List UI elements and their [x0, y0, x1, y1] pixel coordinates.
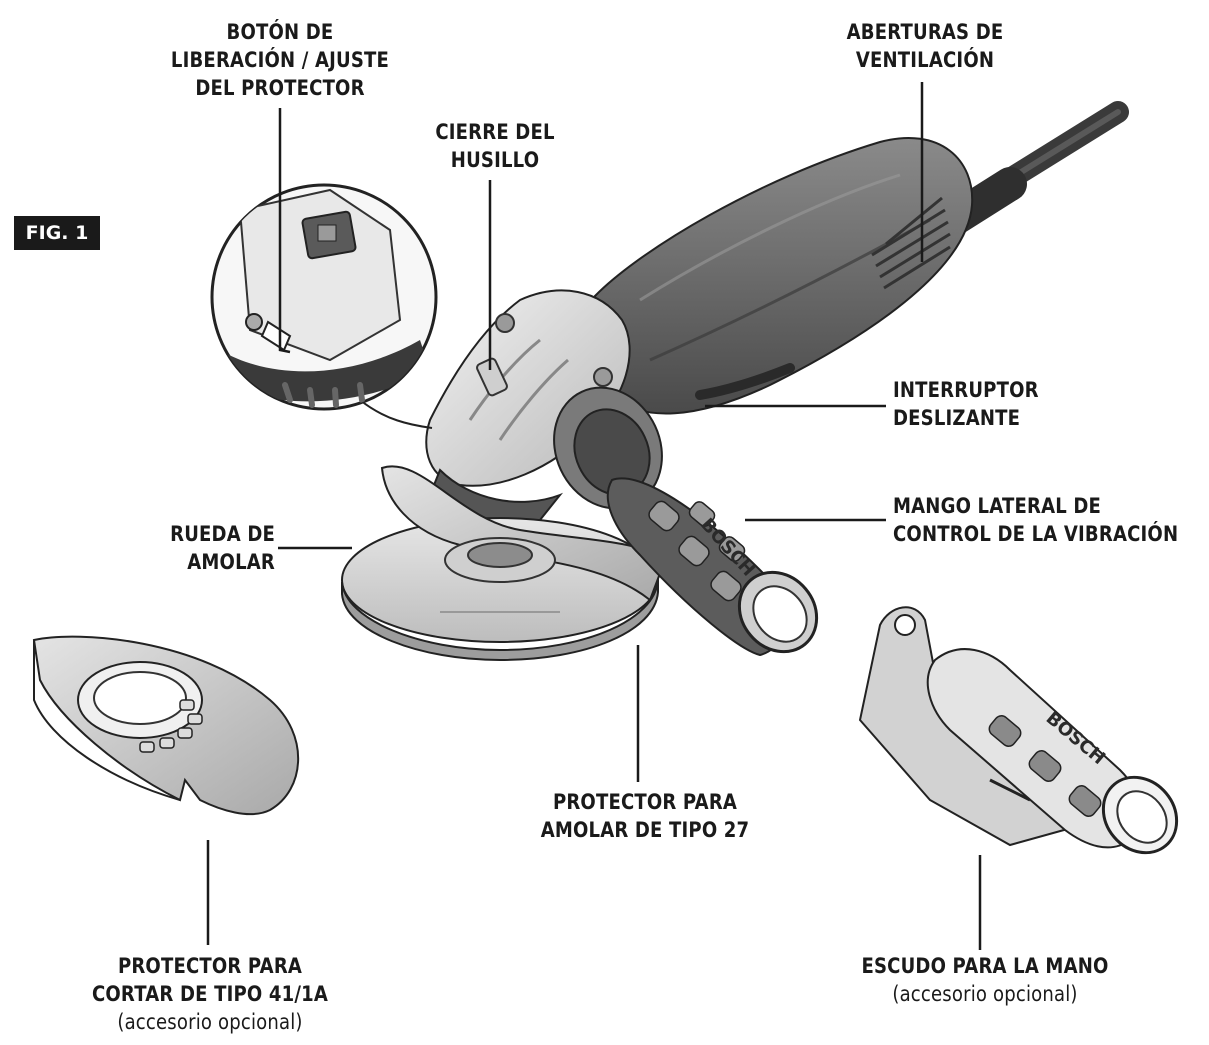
- zoom-detail: [210, 183, 438, 429]
- label-guard-release: BOTÓN DE LIBERACIÓN / AJUSTE DEL PROTECT…: [170, 20, 390, 100]
- type41-guard-graphic: [32, 635, 300, 816]
- label-type27-guard: PROTECTOR PARA AMOLAR DE TIPO 27: [540, 790, 750, 842]
- figure-label: FIG. 1: [14, 216, 100, 250]
- side-handle-graphic: BOSCH: [553, 386, 819, 657]
- leader-lines: [206, 82, 982, 950]
- ventilation-slots-graphic: [871, 196, 951, 290]
- label-side-handle: MANGO LATERAL DE CONTROL DE LA VIBRACIÓN: [893, 494, 1179, 546]
- label-hand-shield: ESCUDO PARA LA MANO (accesorio opcional): [861, 954, 1109, 1006]
- leader-guard-release: [278, 108, 291, 354]
- label-slide-switch: INTERRUPTOR DESLIZANTE: [893, 378, 1039, 430]
- label-type41-guard: PROTECTOR PARA CORTAR DE TIPO 41/1A (acc…: [91, 954, 329, 1034]
- motor-housing: [593, 137, 974, 415]
- hand-shield-graphic: BOSCH: [858, 606, 1179, 855]
- label-vents: ABERTURAS DE VENTILACIÓN: [846, 20, 1004, 72]
- type27-guard-graphic: [341, 465, 667, 662]
- label-grinding-wheel: RUEDA DE AMOLAR: [170, 522, 275, 574]
- label-spindle-lock: CIERRE DEL HUSILLO: [435, 120, 555, 172]
